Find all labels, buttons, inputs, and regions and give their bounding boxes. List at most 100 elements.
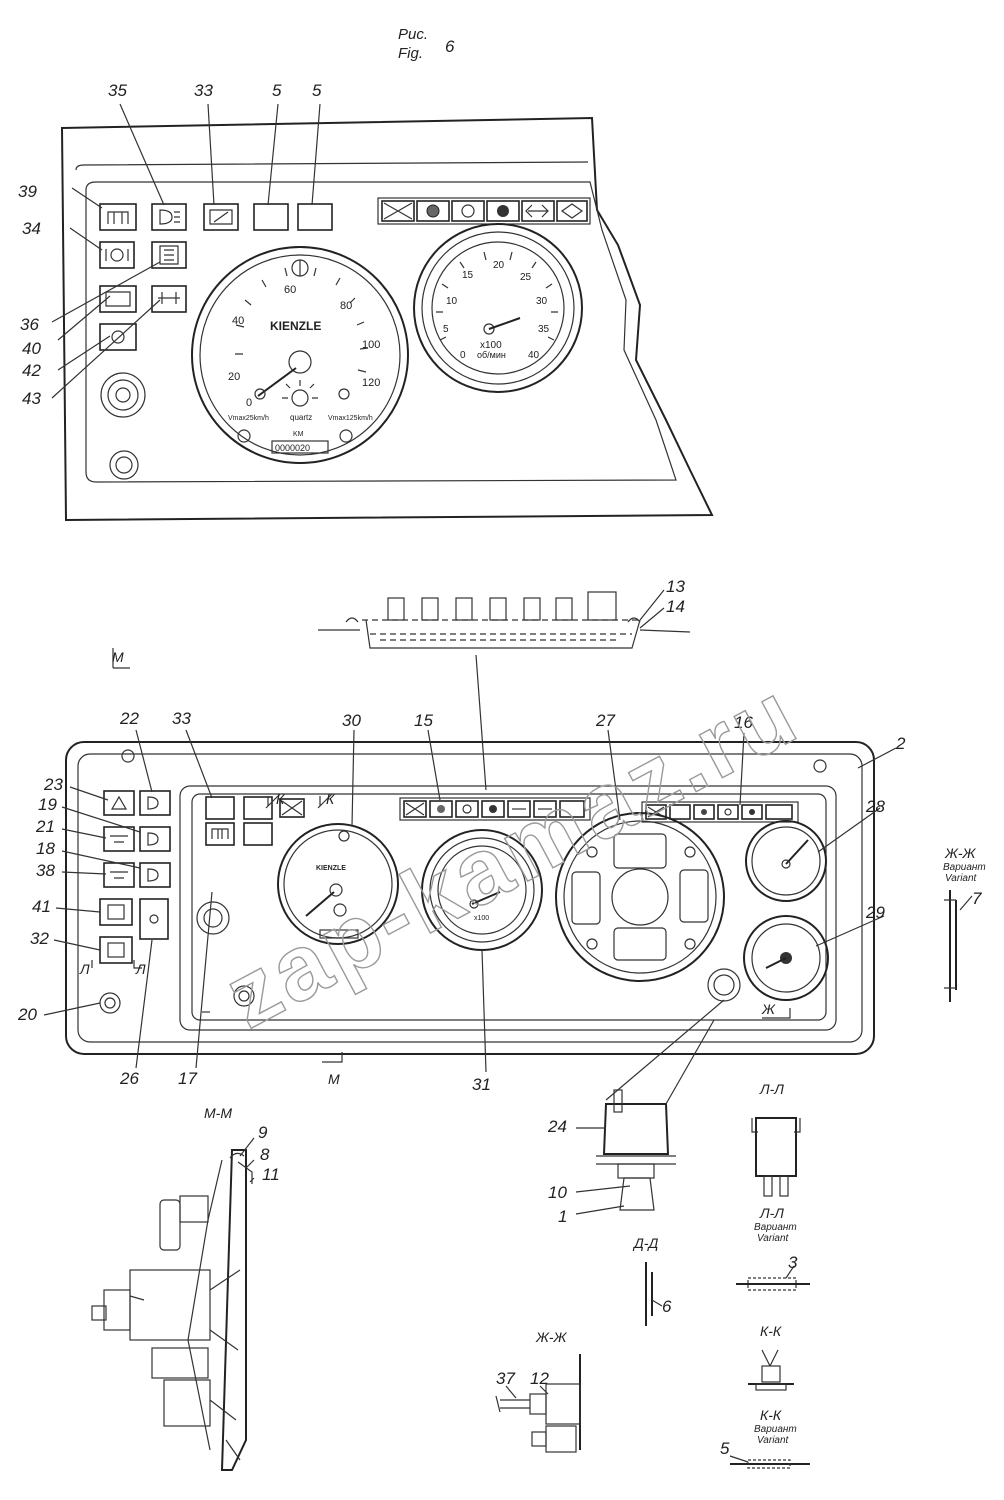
figure-number: 6 — [445, 37, 455, 56]
label-29: 29 — [865, 903, 885, 922]
label-37: 37 — [496, 1369, 515, 1388]
knob — [109, 450, 139, 480]
button-35 — [151, 203, 187, 231]
k-k-variant-sub-ru: Вариант — [754, 1424, 797, 1435]
caption-ru: Рис. — [398, 26, 428, 43]
label-33-main: 33 — [172, 709, 191, 728]
button-34 — [99, 241, 135, 269]
top-panel: 0 20 40 60 80 100 120 KIENZLE quartz Vma… — [18, 81, 714, 522]
gauge-29 — [743, 915, 829, 1001]
tacho-tick-0: 0 — [460, 350, 466, 361]
gauge-28 — [745, 820, 827, 902]
label-41: 41 — [32, 897, 51, 916]
odometer-window — [271, 440, 329, 454]
label-32: 32 — [30, 929, 49, 948]
tacho-unit-main: x100 — [480, 340, 502, 351]
tacho-tick-35: 35 — [538, 324, 550, 335]
main-panel-inner — [179, 785, 837, 1031]
d-d-title: Д-Д — [632, 1235, 659, 1251]
label-20: 20 — [17, 1005, 37, 1024]
button-5b — [297, 203, 333, 231]
label-28: 28 — [865, 797, 885, 816]
detail-lamp: 24 10 1 — [547, 1019, 715, 1226]
tacho-tick-40: 40 — [528, 350, 540, 361]
label-5-kk: 5 — [720, 1439, 730, 1458]
label-39: 39 — [18, 182, 37, 201]
speed-tick-80: 80 — [340, 300, 352, 312]
label-21: 21 — [35, 817, 55, 836]
label-9: 9 — [258, 1123, 268, 1142]
detail-l-l-variant: Л-Л Вариант Variant 3 — [736, 1205, 810, 1291]
label-5a: 5 — [272, 81, 282, 100]
label-35: 35 — [108, 81, 127, 100]
zh-zh-variant-sub-ru: Вариант — [943, 862, 986, 873]
main-panel-outline — [65, 741, 875, 1055]
watermark: zap-kamaz.ru — [210, 661, 815, 1047]
label-6: 6 — [662, 1297, 672, 1316]
k-mark-2: К — [326, 791, 335, 807]
label-2: 2 — [895, 734, 906, 753]
label-16: 16 — [734, 713, 753, 732]
main-round-switch — [196, 901, 230, 935]
k-k-variant-sub-en: Variant — [757, 1435, 790, 1446]
label-26: 26 — [119, 1069, 139, 1088]
label-12: 12 — [530, 1369, 549, 1388]
tacho-tick-10: 10 — [446, 296, 458, 307]
k-k-variant-title: К-К — [760, 1407, 782, 1423]
speed-tick-0: 0 — [246, 397, 252, 409]
indicator-strip-top — [377, 197, 591, 225]
speedometer-left-note: Vmax25km/h — [228, 415, 269, 422]
odometer-value: 0000020 — [275, 443, 310, 453]
indicator-strip-16 — [641, 801, 799, 823]
speedometer-right-note: Vmax125km/h — [328, 415, 373, 422]
l-mark-1: Л — [79, 961, 90, 977]
label-23: 23 — [43, 775, 63, 794]
button-39 — [99, 203, 137, 231]
label-14: 14 — [666, 597, 685, 616]
label-15: 15 — [414, 711, 433, 730]
speedometer-quartz: quartz — [290, 413, 312, 422]
tacho-tick-30: 30 — [536, 296, 548, 307]
label-36: 36 — [20, 315, 39, 334]
k-k-title: К-К — [760, 1323, 782, 1339]
svg-text:KIENZLE: KIENZLE — [316, 865, 346, 872]
zh-zh-variant-sub-en: Variant — [945, 873, 978, 884]
l-l-variant-sub-en: Variant — [757, 1233, 790, 1244]
tacho-tick-20: 20 — [493, 260, 505, 271]
detail-d-d: Д-Д 6 — [632, 1235, 672, 1326]
l-mark-2: Л — [135, 961, 146, 977]
tacho-unit-sub: об/мин — [477, 350, 506, 360]
main-panel: М — [17, 648, 906, 1101]
indicator-strip-15 — [399, 797, 591, 821]
switch-block-side-view: 13 14 — [318, 577, 691, 791]
label-17: 17 — [178, 1069, 197, 1088]
label-31: 31 — [472, 1075, 491, 1094]
label-13: 13 — [666, 577, 685, 596]
warning-lamp — [707, 968, 741, 1002]
detail-k-k-variant: К-К Вариант Variant 5 — [720, 1407, 810, 1469]
round-switch — [100, 372, 146, 418]
tachometer: 0 5 10 15 20 25 30 35 40 x100 об/мин — [413, 223, 583, 393]
button-5a — [253, 203, 289, 231]
speedometer-small: KIENZLE — [277, 823, 399, 945]
speed-tick-20: 20 — [228, 371, 240, 383]
tacho-tick-25: 25 — [520, 272, 532, 283]
label-34: 34 — [22, 219, 41, 238]
figure-caption: Рис. Fig. 6 — [398, 26, 455, 62]
label-43: 43 — [22, 389, 41, 408]
speedometer-unit: KM — [293, 431, 304, 438]
detail-zh-zh-variant: Ж-Ж Вариант Variant 7 — [943, 845, 986, 1002]
tacho-tick-5: 5 — [443, 324, 449, 335]
section-zh-mark: Ж — [761, 1001, 776, 1017]
tacho-tick-15: 15 — [462, 270, 474, 281]
speedometer: 0 20 40 60 80 100 120 KIENZLE quartz Vma… — [191, 246, 409, 464]
top-panel-outline — [60, 116, 714, 522]
label-24: 24 — [547, 1117, 567, 1136]
label-40: 40 — [22, 339, 41, 358]
label-38: 38 — [36, 861, 55, 880]
label-19: 19 — [38, 795, 57, 814]
l-l-variant-title: Л-Л — [759, 1205, 784, 1221]
label-22: 22 — [119, 709, 139, 728]
label-1: 1 — [558, 1207, 567, 1226]
